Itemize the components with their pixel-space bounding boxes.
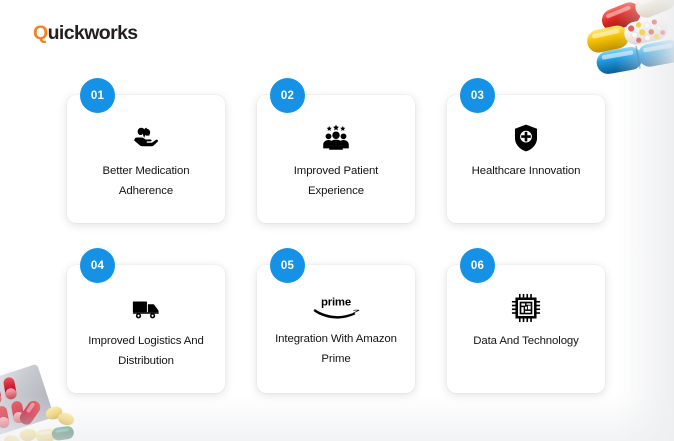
logo-q-letter: Q [33,22,48,44]
benefit-card-01[interactable]: 01 Better Medication Adherence [67,78,225,223]
benefit-card-02[interactable]: 02 Improved Patient [257,78,415,223]
brand-logo: Quickworks [33,22,139,44]
card-title: Integration With Amazon Prime [275,333,397,365]
benefit-card-grid: 01 Better Medication Adherence 02 [67,78,608,395]
card-number-badge: 06 [460,248,495,283]
bottom-edge-shadow [0,395,674,441]
svg-text:prime: prime [321,297,351,309]
card-title: Better Medication Adherence [102,165,190,197]
benefit-card-03[interactable]: 03 Healthcare Innovation [447,78,605,223]
card-title: Improved Patient Experience [293,165,379,197]
card-title: Data And Technology [473,335,579,347]
logo-wordmark-rest: uickworks [47,22,139,44]
card-number-badge: 01 [80,78,115,113]
card-number-badge: 05 [270,248,305,283]
benefit-card-04[interactable]: 04 Improved Logistics And Distribution [67,248,225,393]
card-title: Improved Logistics And Distribution [88,335,204,367]
card-number-badge: 04 [80,248,115,283]
shield-plus-icon [511,123,541,153]
delivery-truck-icon [131,293,161,323]
microchip-cpu-icon [511,293,541,323]
users-rating-stars-icon [321,123,351,153]
amazon-prime-logo-icon: prime [309,293,363,321]
heart-in-hand-icon [131,123,161,153]
benefit-card-06[interactable]: 06 [447,248,605,393]
card-title: Healthcare Innovation [471,165,581,177]
card-number-badge: 03 [460,78,495,113]
benefit-card-05[interactable]: 05 prime Integration With Amazon Prime [257,248,415,393]
pill-capsules-illustration [574,0,674,74]
right-edge-shadow [616,0,674,441]
card-number-badge: 02 [270,78,305,113]
